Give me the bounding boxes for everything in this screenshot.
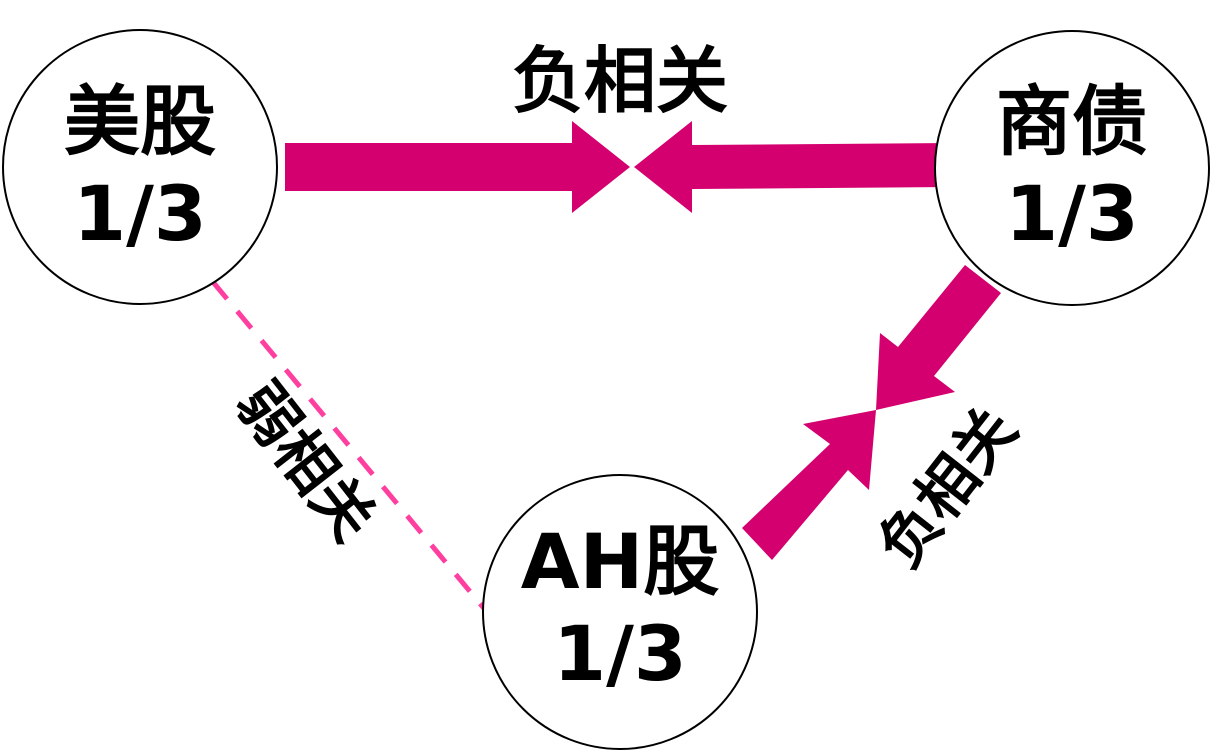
edge-label-us-bonds: 负相关	[512, 39, 728, 123]
negative-correlation-arrows-right	[742, 265, 1001, 560]
node-commodity-bonds-weight: 1/3	[1005, 169, 1139, 258]
node-us-stocks-weight: 1/3	[73, 169, 207, 258]
arrow-bonds-to-center-diag	[876, 265, 1001, 410]
node-us-stocks-name: 美股	[64, 77, 216, 166]
weak-correlation-line	[211, 280, 489, 614]
arrow-us-to-center	[285, 121, 630, 213]
node-ah-stocks-weight: 1/3	[553, 609, 687, 698]
edge-label-bonds-ah: 负相关	[865, 396, 1031, 581]
node-ah-stocks	[482, 474, 758, 750]
node-us-stocks	[2, 29, 278, 305]
node-ah-stocks-name: AH股	[521, 517, 719, 606]
arrow-ah-to-center-diag	[742, 410, 876, 560]
negative-correlation-arrows-top	[285, 121, 952, 213]
arrow-bonds-to-center	[634, 121, 952, 213]
node-commodity-bonds-name: 商债	[996, 77, 1148, 166]
node-commodity-bonds	[934, 30, 1210, 306]
